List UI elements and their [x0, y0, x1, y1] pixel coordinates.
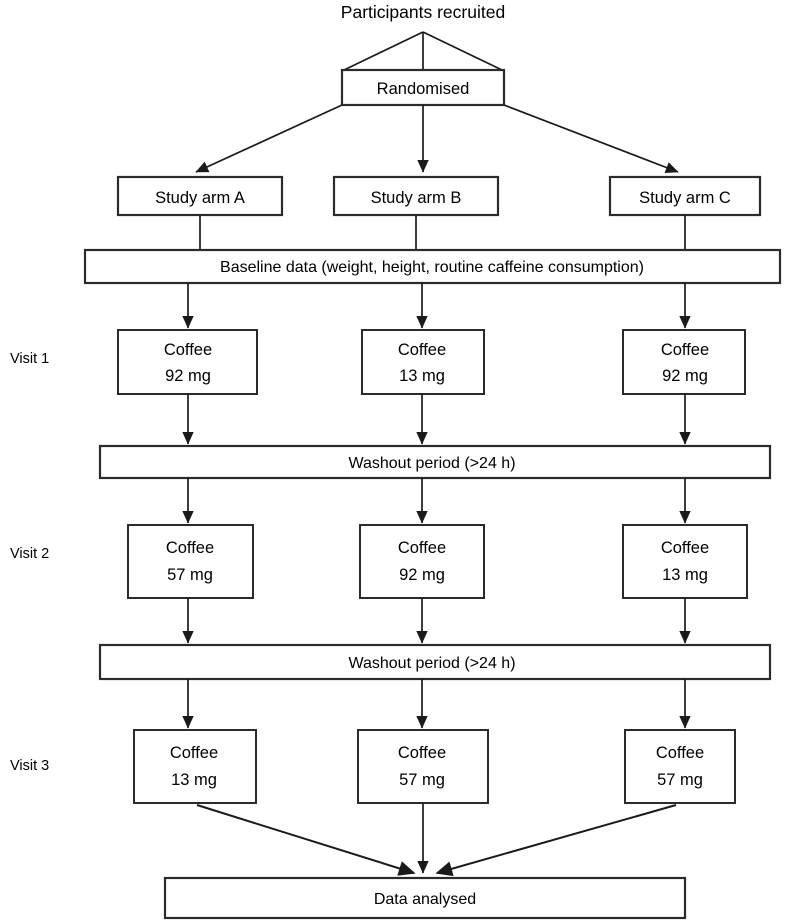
visit2-arm-b-box[interactable]: [359, 524, 485, 599]
washout-period-2-label: Washout period (>24 h): [348, 655, 515, 672]
visit1-arm-c-box[interactable]: [622, 329, 746, 395]
visit1-arm-a-line2: 92 mg: [165, 367, 211, 385]
visit-3-label: Visit 3: [10, 758, 49, 774]
visit2-arm-c-line2: 13 mg: [662, 566, 708, 584]
visit3-to-analysis-connectors: [196, 803, 677, 877]
visit2-arm-c-line1: Coffee: [661, 539, 709, 557]
visit-1-label: Visit 1: [10, 351, 49, 367]
visit3-arm-a-line1: Coffee: [170, 744, 218, 762]
washout-period-2-bar[interactable]: [98, 643, 772, 681]
visit2-arm-c-box[interactable]: [622, 524, 748, 599]
visit1-to-washout1-connectors: [182, 394, 691, 445]
study-arm-a-box[interactable]: [116, 175, 284, 217]
randomised-box[interactable]: [340, 68, 506, 107]
visit1-arm-b-line2: 13 mg: [399, 367, 445, 385]
visit2-arm-a-line2: 57 mg: [167, 566, 213, 584]
visit1-arm-c-line1: Coffee: [661, 341, 709, 359]
data-analysed-label: Data analysed: [374, 891, 476, 908]
study-arm-c-label: Study arm C: [639, 189, 731, 207]
arms-to-baseline-connectors: [199, 215, 686, 250]
washout1-to-visit2-connectors: [182, 478, 691, 524]
visit3-arm-c-line2: 57 mg: [657, 771, 703, 789]
recruit-to-randomised-connectors: [343, 31, 503, 71]
visit3-arm-a-line2: 13 mg: [171, 771, 217, 789]
visit3-arm-b-line2: 57 mg: [399, 771, 445, 789]
visit2-arm-b-line1: Coffee: [398, 539, 446, 557]
baseline-to-visit1-connectors: [182, 283, 691, 329]
baseline-data-bar[interactable]: [83, 248, 782, 285]
visit3-arm-c-box[interactable]: [624, 729, 736, 804]
washout2-to-visit3-connectors: [182, 679, 691, 729]
study-arm-a-label: Study arm A: [155, 189, 245, 207]
visit2-to-washout2-connectors: [182, 598, 691, 644]
visit2-arm-b-line2: 92 mg: [399, 566, 445, 584]
visit1-arm-c-line2: 92 mg: [662, 367, 708, 385]
visit2-arm-a-box[interactable]: [127, 524, 254, 599]
visit1-arm-a-line1: Coffee: [164, 341, 212, 359]
washout-period-1-label: Washout period (>24 h): [348, 455, 515, 472]
visit3-arm-a-box[interactable]: [133, 729, 257, 804]
visit3-arm-b-line1: Coffee: [398, 744, 446, 762]
diagram-title: Participants recruited: [341, 2, 505, 22]
visit1-arm-b-box[interactable]: [361, 329, 485, 395]
data-analysed-box[interactable]: [163, 876, 687, 920]
study-arm-b-box[interactable]: [332, 175, 500, 217]
visit-2-label: Visit 2: [10, 546, 49, 562]
visit3-arm-b-box[interactable]: [357, 729, 489, 804]
randomised-to-arms-connectors: [195, 104, 679, 173]
baseline-data-label: Baseline data (weight, height, routine c…: [220, 259, 644, 276]
randomised-label: Randomised: [377, 80, 470, 98]
washout-period-1-bar[interactable]: [98, 444, 772, 480]
visit2-arm-a-line1: Coffee: [166, 539, 214, 557]
study-arm-b-label: Study arm B: [371, 189, 462, 207]
visit1-arm-b-line1: Coffee: [398, 341, 446, 359]
visit3-arm-c-line1: Coffee: [656, 744, 704, 762]
